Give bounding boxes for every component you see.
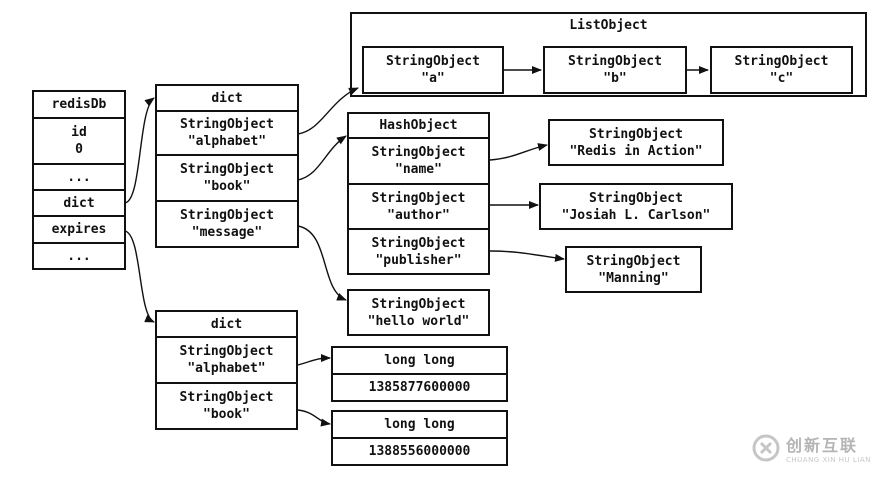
redisdb-title: redisDb [32, 90, 126, 119]
list-object-frame: ListObject [350, 12, 867, 97]
main-dict-title: dict [155, 84, 299, 112]
redisdb-dict: dict [32, 189, 126, 217]
arrow-book-to-hash [297, 135, 347, 181]
arrow-publisher-to-value [489, 250, 565, 262]
redisdb-ellipsis-2: ... [32, 242, 126, 270]
hash-field-name: StringObject "name" [347, 137, 490, 185]
main-dict-key-message: StringObject "message" [155, 200, 299, 248]
arrow-expires-to-expires-dict [124, 230, 155, 323]
message-value: StringObject "hello world" [347, 289, 490, 336]
expire-alphabet-value: 1385877600000 [331, 373, 508, 402]
expire-alphabet-type: long long [331, 346, 508, 375]
list-item-c: StringObject "c" [710, 46, 853, 94]
list-object-title: ListObject [569, 18, 648, 33]
redisdb-expires: expires [32, 215, 126, 244]
arrow-message-to-hello [297, 225, 347, 301]
arrow-dict-to-main-dict [124, 97, 155, 204]
main-dict-key-alphabet: StringObject "alphabet" [155, 110, 299, 156]
arrow-exp-alphabet-to-value [297, 354, 331, 366]
watermark-logo-icon [752, 434, 780, 462]
hash-value-publisher: StringObject "Manning" [565, 246, 702, 293]
expires-dict-key-alphabet: StringObject "alphabet" [155, 336, 298, 384]
hash-object-title: HashObject [347, 112, 490, 139]
redisdb-ellipsis-1: ... [32, 163, 126, 191]
redisdb-id: id 0 [32, 117, 126, 165]
expires-dict-key-book: StringObject "book" [155, 382, 298, 430]
expire-book-value: 1388556000000 [331, 437, 508, 466]
hash-value-name: StringObject "Redis in Action" [548, 119, 724, 166]
watermark-en-text: CHUANG XIN HU LIAN [786, 456, 871, 464]
main-dict-key-book: StringObject "book" [155, 154, 299, 202]
expires-dict-title: dict [155, 310, 298, 338]
expire-book-type: long long [331, 410, 508, 439]
watermark: 创新互联 CHUANG XIN HU LIAN [752, 432, 871, 464]
hash-field-publisher: StringObject "publisher" [347, 228, 490, 275]
list-item-a: StringObject "a" [362, 46, 504, 94]
arrow-exp-book-to-value [297, 409, 331, 427]
watermark-cn-text: 创新互联 [786, 436, 859, 455]
hash-value-author: StringObject "Josiah L. Carlson" [539, 183, 733, 230]
arrow-name-to-value [489, 143, 548, 161]
list-item-b: StringObject "b" [543, 46, 687, 94]
hash-field-author: StringObject "author" [347, 183, 490, 230]
